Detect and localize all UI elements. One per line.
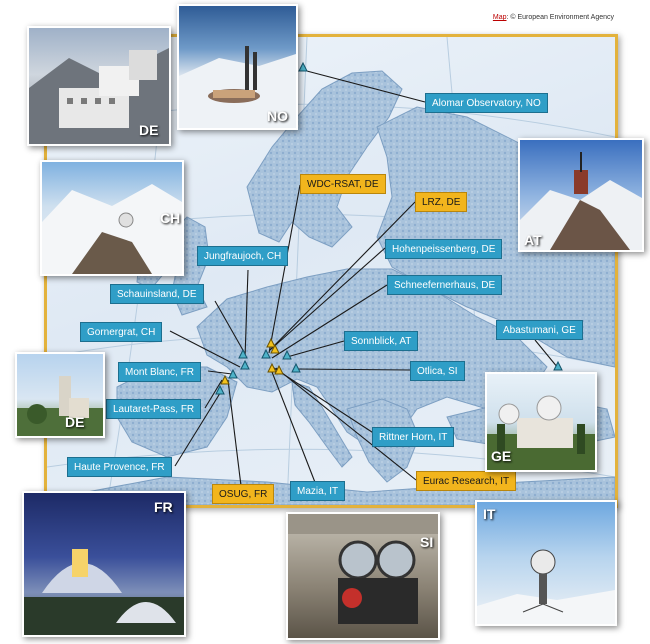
photo-ge-tag: GE [491,448,512,464]
map-credit-link[interactable]: Map [492,14,507,21]
photo-inset-si: SI [286,512,440,640]
label-sonn[interactable]: Sonnblick, AT [344,331,419,351]
label-alomar[interactable]: Alomar Observatory, NO [425,93,548,113]
photo-at-tag: AT [524,232,542,248]
label-hohen[interactable]: Hohenpeissenberg, DE [385,239,503,259]
label-abast[interactable]: Abastumani, GE [496,320,583,340]
label-gorner[interactable]: Gornergrat, CH [80,322,163,342]
label-mazia[interactable]: Mazia, IT [290,481,346,501]
label-wdc[interactable]: WDC-RSAT, DE [300,174,386,194]
photo-inset-fr: FR [22,491,186,637]
label-jungfrau[interactable]: Jungfraujoch, CH [197,246,289,266]
photo-de-tower-tag: DE [65,414,85,430]
label-blanc[interactable]: Mont Blanc, FR [118,362,201,382]
photo-ch-image [42,184,182,274]
photo-ge-image [487,395,595,470]
photo-si-tag: SI [420,534,434,550]
label-lrz[interactable]: LRZ, DE [415,192,468,212]
photo-inset-at: AT [518,138,644,252]
label-schau[interactable]: Schauinsland, DE [110,284,204,304]
photo-inset-de-tower: DE [15,352,105,438]
photo-si-image [288,514,438,624]
photo-ch-tag: CH [160,210,181,226]
photo-fr-tag: FR [154,499,173,515]
photo-de-tower-image [17,376,103,436]
photo-inset-no: NO [177,4,298,130]
photo-no-tag: NO [267,108,288,124]
photo-at-image [520,152,642,250]
photo-inset-ch: CH [40,160,184,276]
photo-de-summit-image [29,48,169,144]
photo-fr-image [24,549,184,635]
photo-no-image [179,46,296,128]
label-haute[interactable]: Haute Provence, FR [67,457,172,477]
label-otlica[interactable]: Otlica, SI [410,361,465,381]
label-lautaret[interactable]: Lautaret-Pass, FR [106,399,202,419]
label-rittner[interactable]: Rittner Horn, IT [372,427,455,447]
map-credit-text: : © European Environment Agency [506,14,615,21]
label-osug[interactable]: OSUG, FR [212,484,275,504]
photo-it-tag: IT [483,506,496,522]
label-schnee[interactable]: Schneefernerhaus, DE [387,275,503,295]
label-eurac[interactable]: Eurac Research, IT [416,471,517,491]
map-credit: Map: © European Environment Agency [493,14,614,21]
photo-inset-it: IT [475,500,617,626]
photo-it-image [477,549,615,624]
photo-inset-ge: GE [485,372,597,472]
photo-inset-de-summit: DE [27,26,171,146]
photo-de-summit-tag: DE [139,122,159,138]
